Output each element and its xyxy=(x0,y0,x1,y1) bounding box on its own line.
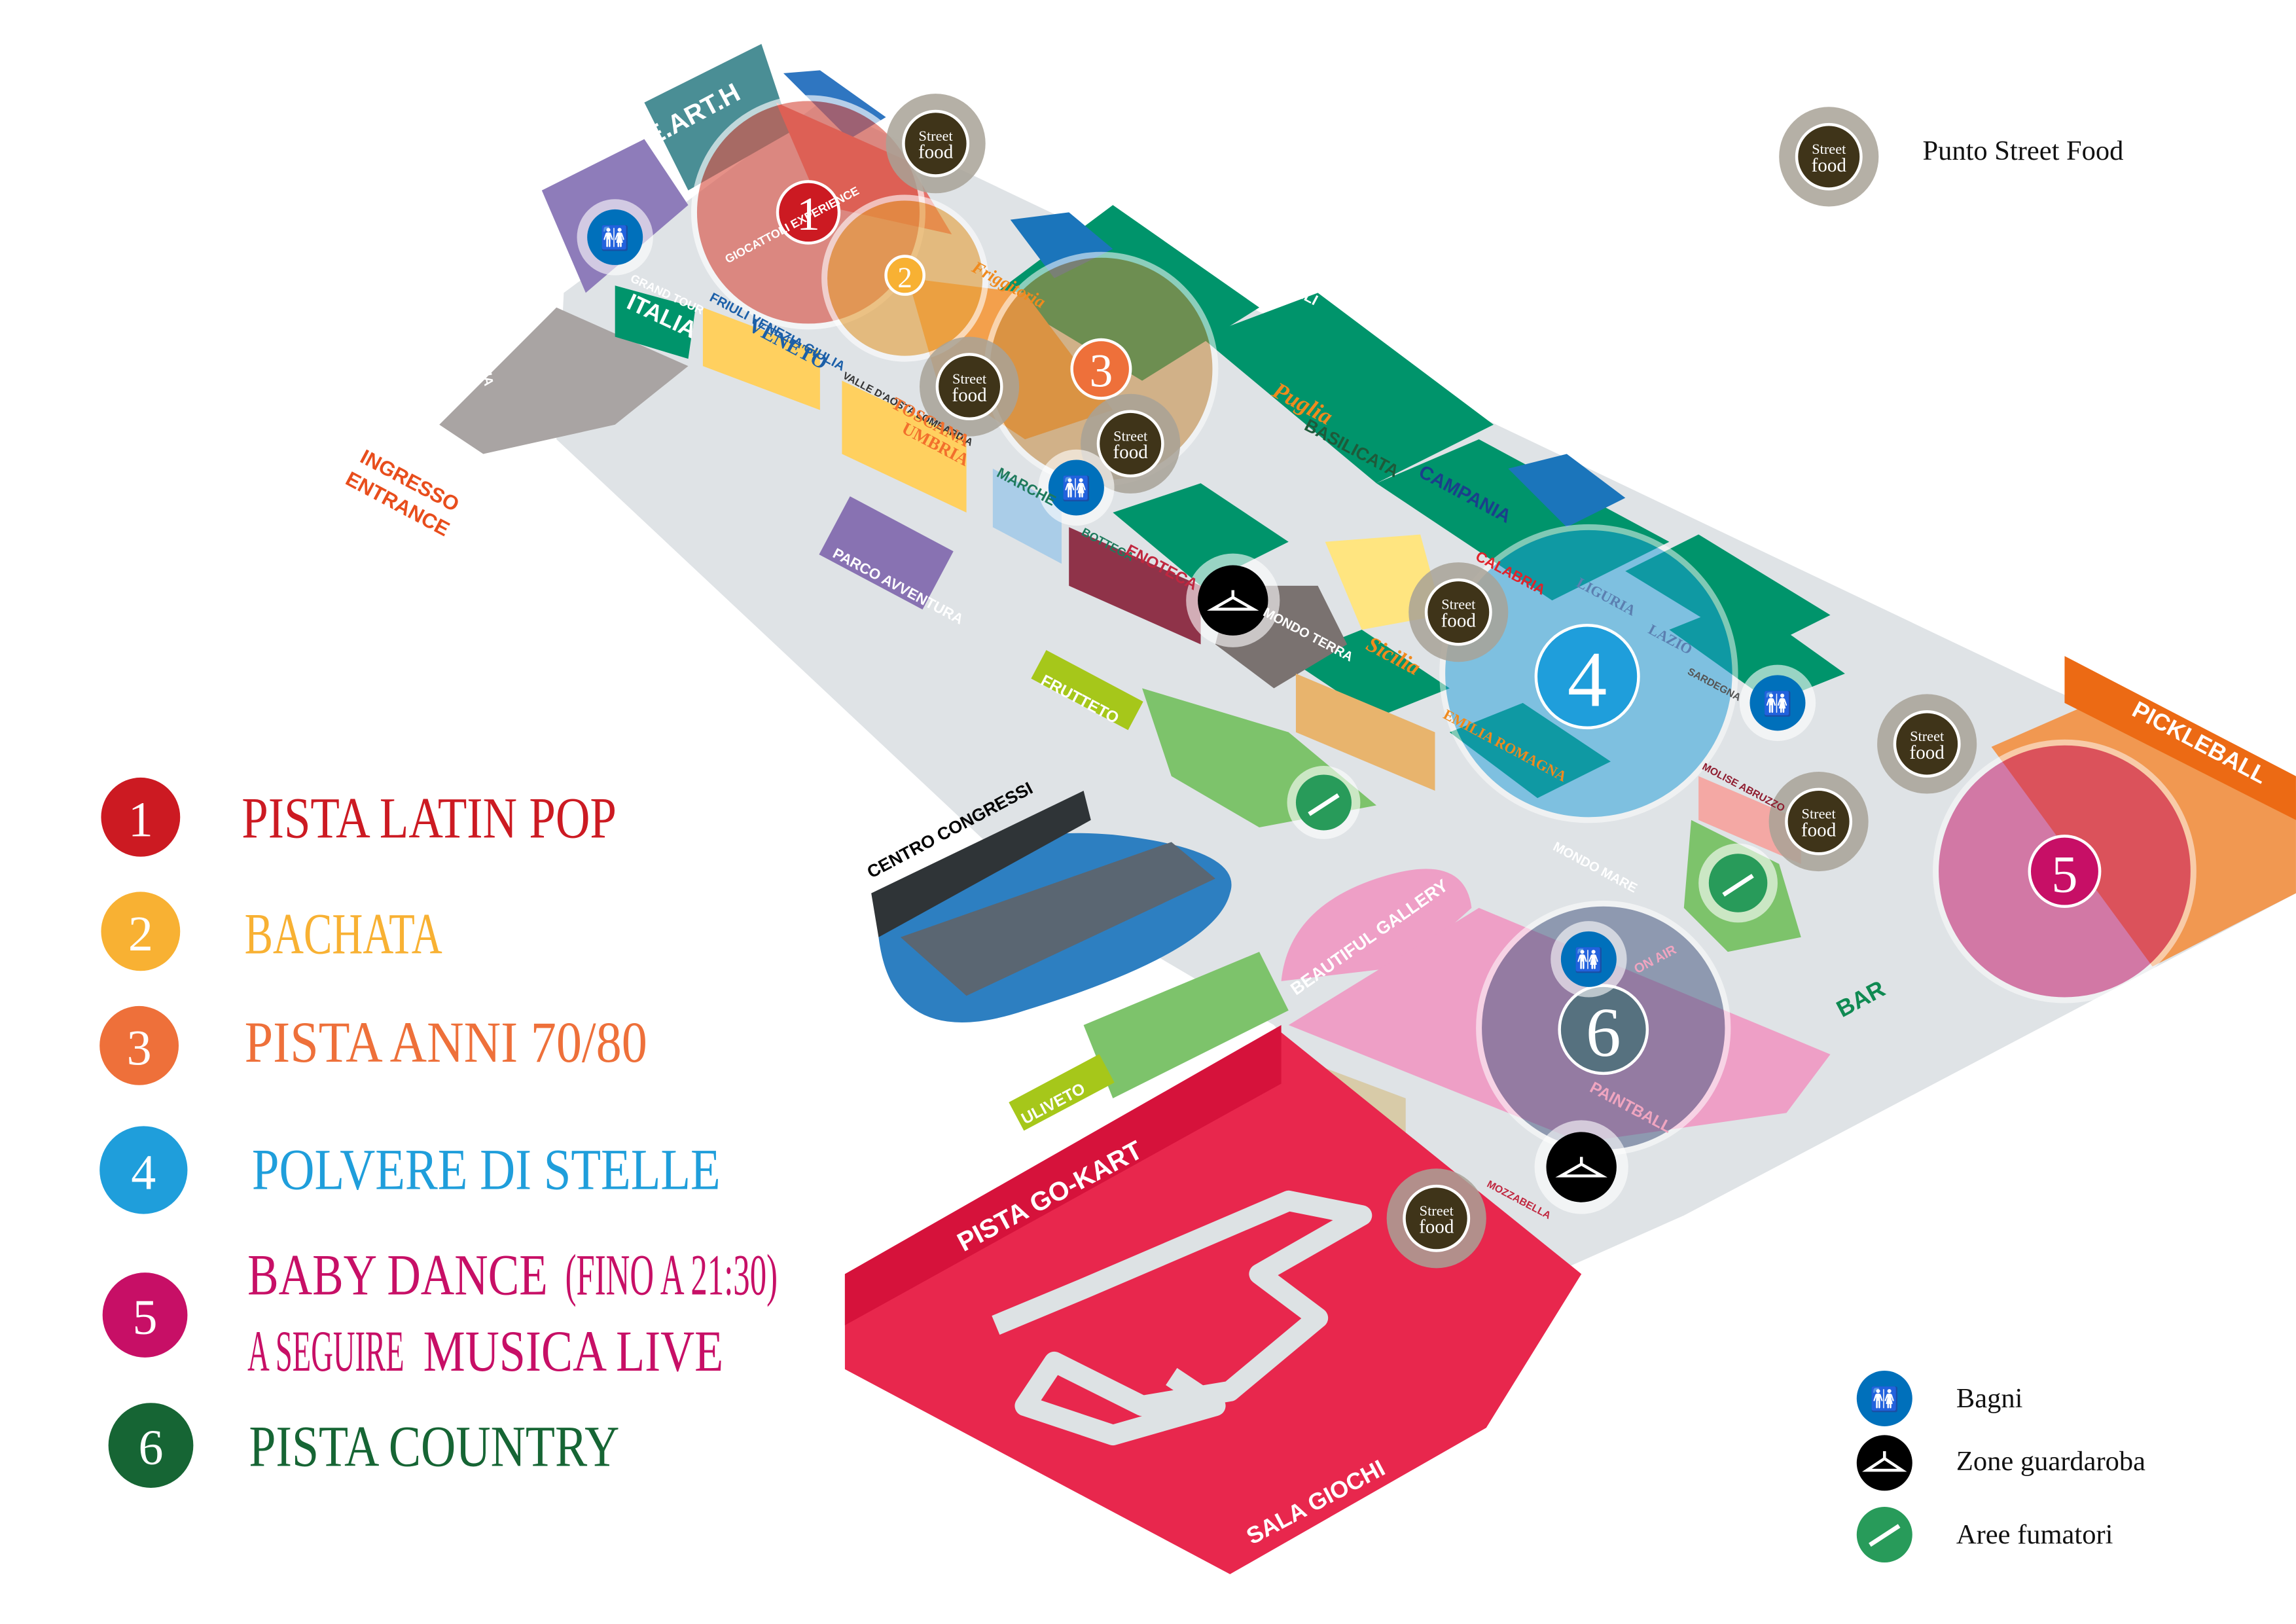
zone-number: 6 xyxy=(1586,994,1621,1072)
zone-number: 3 xyxy=(1090,346,1113,397)
hanger-icon xyxy=(1555,1157,1607,1178)
hanger-icon xyxy=(1207,590,1259,611)
legend-label: BACHATA xyxy=(245,901,442,966)
legend-smoking: Aree fumatori xyxy=(1856,1507,2113,1563)
toilets-icon: 🚻 xyxy=(1870,1386,1899,1413)
legend-service-label: Zone guardaroba xyxy=(1956,1446,2145,1477)
marker-text: Street xyxy=(1441,596,1476,613)
legend-number: 1 xyxy=(128,792,153,847)
legend-number: 5 xyxy=(133,1290,158,1345)
legend-service-label: Aree fumatori xyxy=(1956,1519,2113,1550)
legend-toilets: 🚻 Bagni xyxy=(1856,1370,2023,1426)
legend-label-note: (FINO A 21:30) xyxy=(565,1243,778,1308)
legend-street-food: Street food Punto Street Food xyxy=(1779,107,2123,206)
toilets-marker[interactable]: 🚻 xyxy=(1038,449,1115,526)
marker-text: Street xyxy=(1802,806,1837,822)
wardrobe-marker[interactable] xyxy=(1186,553,1280,647)
smoking-icon xyxy=(1869,1524,1901,1547)
zone-number: 1 xyxy=(797,189,820,240)
congress-seating xyxy=(900,842,1215,996)
marker-text: Street xyxy=(952,370,987,387)
marker-text: Street xyxy=(1113,427,1148,444)
marker-text: Street xyxy=(1812,141,1846,157)
label-capitale: CAPITALE ITALIA xyxy=(463,276,496,387)
smoking-marker[interactable] xyxy=(1287,766,1361,839)
toilets-icon: 🚻 xyxy=(1062,475,1091,501)
zone-marker-2[interactable]: 2 xyxy=(884,255,925,296)
legend-label: PISTA LATIN POP xyxy=(242,786,617,851)
marker-text: food xyxy=(1801,820,1837,840)
toilets-marker[interactable]: 🚻 xyxy=(1551,921,1627,998)
zone-legend: 1 PISTA LATIN POP 2 BACHATA 3 PISTA ANNI 70… xyxy=(99,777,778,1488)
legend-street-food-label: Punto Street Food xyxy=(1922,135,2123,166)
marker-text: Street xyxy=(919,128,954,144)
services-legend: 🚻 Bagni Zone guardaroba Aree fumatori xyxy=(1856,1370,2145,1563)
legend-zone-3: 3 PISTA ANNI 70/80 xyxy=(99,1005,647,1085)
zone-number: 4 xyxy=(1568,636,1607,723)
legend-label-note: A SEGUIRE xyxy=(247,1319,404,1384)
zone-marker-6[interactable]: 6 xyxy=(1558,984,1649,1075)
legend-label: BABY DANCE xyxy=(247,1243,548,1308)
legend-zone-2: 2 BACHATA xyxy=(101,892,442,971)
legend-zone-4: 4 POLVERE DI STELLE xyxy=(99,1126,721,1214)
toilets-icon: 🚻 xyxy=(1574,947,1604,973)
legend-number: 2 xyxy=(128,907,153,962)
smoking-marker[interactable] xyxy=(1698,843,1778,923)
legend-label: PISTA COUNTRY xyxy=(249,1414,619,1479)
marker-text: Street xyxy=(1910,728,1945,744)
marker-text: Street xyxy=(1420,1202,1454,1219)
legend-zone-6: 6 PISTA COUNTRY xyxy=(108,1403,619,1488)
hanger-icon xyxy=(1862,1451,1907,1472)
legend-label: PISTA ANNI 70/80 xyxy=(245,1010,647,1075)
marker-text: food xyxy=(1910,742,1945,763)
centro-congressi-screen xyxy=(871,791,1091,937)
legend-label: POLVERE DI STELLE xyxy=(252,1138,721,1202)
marker-text: food xyxy=(1812,155,1847,176)
gokart-floor xyxy=(844,1032,1582,1574)
gallery-cloud xyxy=(1281,869,1472,981)
marker-text: food xyxy=(1113,442,1148,463)
marker-text: food xyxy=(1419,1217,1454,1238)
zone-number: 2 xyxy=(897,261,912,293)
legend-number: 3 xyxy=(127,1020,152,1075)
legend-number: 6 xyxy=(138,1420,163,1475)
frutteto-sign xyxy=(1031,650,1143,731)
smoking-icon xyxy=(1308,793,1340,816)
gokart-wall xyxy=(844,1025,1282,1326)
pickleball-banner xyxy=(2064,656,2296,820)
uliveto-lawn xyxy=(1083,952,1289,1098)
entrance-floor xyxy=(439,307,689,454)
marker-text: food xyxy=(918,142,954,163)
legend-number: 4 xyxy=(131,1146,156,1200)
smoking-icon xyxy=(1722,874,1754,897)
zone-marker-4[interactable]: 4 xyxy=(1534,624,1640,730)
wardrobe-marker[interactable] xyxy=(1534,1120,1628,1214)
marker-text: food xyxy=(1441,611,1477,632)
legend-zone-1: 1 PISTA LATIN POP xyxy=(101,777,617,857)
legend-service-label: Bagni xyxy=(1956,1383,2023,1414)
toilets-icon: 🚻 xyxy=(600,225,630,251)
parco-avventura-sign xyxy=(819,496,954,610)
gokart-track xyxy=(992,1190,1372,1446)
toilets-icon: 🚻 xyxy=(1763,690,1793,717)
zone-marker-1[interactable]: 1 xyxy=(776,180,841,245)
legend-label-2: MUSICA LIVE xyxy=(423,1319,724,1384)
zone-marker-3[interactable]: 3 xyxy=(1070,338,1132,400)
marker-text: food xyxy=(952,385,987,406)
zone-marker-5[interactable]: 5 xyxy=(2028,835,2102,909)
toilets-marker[interactable]: 🚻 xyxy=(1739,664,1816,741)
legend-wardrobe: Zone guardaroba xyxy=(1856,1435,2145,1491)
zone-number: 5 xyxy=(2051,845,2077,903)
toilets-marker[interactable]: 🚻 xyxy=(577,199,653,276)
uliveto-sign xyxy=(1009,1054,1115,1131)
legend-zone-5: 5 BABY DANCE (FINO A 21:30) A SEGUIRE MU… xyxy=(102,1243,778,1384)
